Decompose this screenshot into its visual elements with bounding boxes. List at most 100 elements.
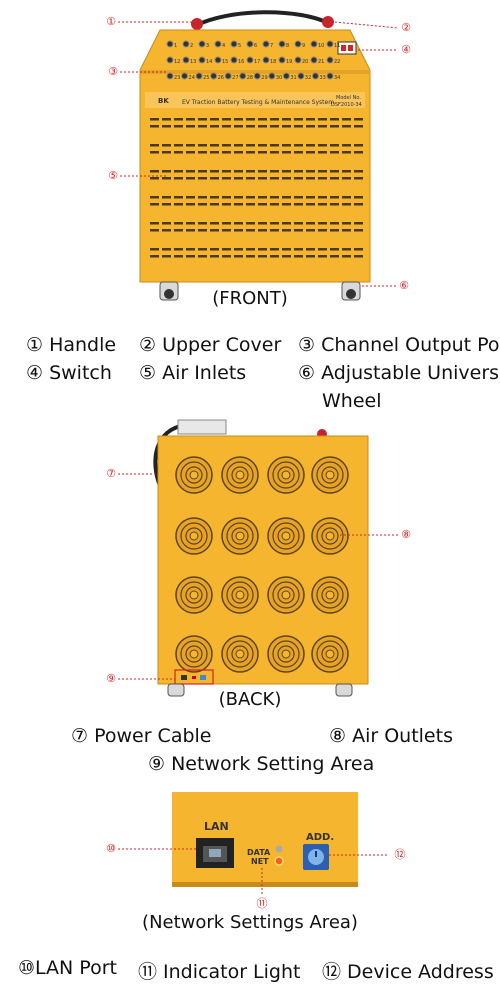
channel-port-34[interactable] [326, 72, 334, 80]
model-number: DSF2010-34 [331, 102, 362, 108]
vent-slot [294, 222, 303, 225]
channel-port-14[interactable] [198, 56, 206, 64]
channel-label-24: 24 [189, 75, 195, 81]
vent-slot [354, 170, 363, 173]
channel-port-24[interactable] [181, 72, 189, 80]
vent-slot [354, 248, 363, 251]
channel-label-20: 20 [302, 59, 308, 65]
vent-slot [150, 151, 159, 154]
channel-port-11[interactable] [326, 40, 334, 48]
data-label: DATA [247, 848, 271, 857]
vent-slot [294, 196, 303, 199]
model-label: Model No. [336, 95, 361, 101]
vent-slot [306, 229, 315, 232]
vent-slot [150, 170, 159, 173]
vent-slot [198, 125, 207, 128]
vent-slot [150, 248, 159, 251]
channel-port-4[interactable] [214, 40, 222, 48]
vent-slot [162, 255, 171, 258]
channel-port-18[interactable] [262, 56, 270, 64]
vent-slot [210, 222, 219, 225]
channel-port-1[interactable] [166, 40, 174, 48]
channel-port-2[interactable] [182, 40, 190, 48]
channel-port-33[interactable] [311, 72, 319, 80]
channel-port-25[interactable] [195, 72, 203, 80]
vent-slot [258, 196, 267, 199]
vent-slot [318, 118, 327, 121]
legend-air-outlets: ⑧ Air Outlets [329, 725, 453, 747]
vent-slot [258, 151, 267, 154]
channel-port-17[interactable] [246, 56, 254, 64]
vent-slot [174, 203, 183, 206]
vent-slot [330, 118, 339, 121]
vent-slot [270, 222, 279, 225]
channel-port-9[interactable] [294, 40, 302, 48]
vent-slot [330, 144, 339, 147]
channel-port-23[interactable] [166, 72, 174, 80]
channel-port-3[interactable] [198, 40, 206, 48]
channel-port-29[interactable] [253, 72, 261, 80]
legend-switch: ④ Switch [26, 362, 112, 384]
channel-port-26[interactable] [210, 72, 218, 80]
channel-port-16[interactable] [230, 56, 238, 64]
vent-slot [246, 177, 255, 180]
legend-wheel-continued: Wheel [322, 390, 382, 412]
channel-port-30[interactable] [268, 72, 276, 80]
vent-slot [246, 196, 255, 199]
vent-slot [282, 125, 291, 128]
vent-slot [330, 248, 339, 251]
vent-slot [282, 144, 291, 147]
back-wheel-right [335, 683, 353, 697]
channel-port-8[interactable] [278, 40, 286, 48]
vent-slot [270, 177, 279, 180]
vent-slot [258, 177, 267, 180]
channel-port-6[interactable] [246, 40, 254, 48]
channel-port-21[interactable] [310, 56, 318, 64]
callout-10: ⑩ [106, 842, 116, 855]
vent-slot [258, 170, 267, 173]
vent-slot [354, 255, 363, 258]
channel-port-12[interactable] [166, 56, 174, 64]
channel-label-14: 14 [206, 59, 212, 65]
vent-slot [210, 203, 219, 206]
channel-port-22[interactable] [326, 56, 334, 64]
vent-slot [162, 229, 171, 232]
vent-slot [162, 125, 171, 128]
channel-port-32[interactable] [297, 72, 305, 80]
vent-slot [174, 125, 183, 128]
handle-knob-right [322, 16, 334, 28]
vent-slot [294, 170, 303, 173]
vent-slot [246, 125, 255, 128]
channel-port-15[interactable] [214, 56, 222, 64]
channel-port-27[interactable] [224, 72, 232, 80]
channel-port-10[interactable] [310, 40, 318, 48]
channel-port-20[interactable] [294, 56, 302, 64]
channel-port-31[interactable] [282, 72, 290, 80]
callout-5: ⑤ [108, 169, 118, 182]
vent-slot [222, 144, 231, 147]
channel-label-15: 15 [222, 59, 228, 65]
air-outlets [175, 456, 349, 673]
vent-slot [342, 151, 351, 154]
channel-label-3: 3 [206, 43, 209, 49]
channel-port-7[interactable] [262, 40, 270, 48]
vent-slot [354, 151, 363, 154]
vent-slot [270, 229, 279, 232]
vent-slot [210, 118, 219, 121]
air-outlet-fan [175, 456, 213, 494]
vent-slot [222, 125, 231, 128]
lan-label: LAN [204, 820, 229, 833]
channel-label-32: 32 [305, 75, 311, 81]
vent-slot [198, 203, 207, 206]
air-outlet-fan [221, 576, 259, 614]
channel-port-13[interactable] [182, 56, 190, 64]
channel-port-28[interactable] [239, 72, 247, 80]
legend-power-cable: ⑦ Power Cable [71, 725, 212, 747]
channel-port-19[interactable] [278, 56, 286, 64]
vent-slot [330, 151, 339, 154]
channel-port-5[interactable] [230, 40, 238, 48]
vent-slot [330, 229, 339, 232]
vent-slot [234, 118, 243, 121]
vent-slot [234, 170, 243, 173]
vent-slot [306, 177, 315, 180]
